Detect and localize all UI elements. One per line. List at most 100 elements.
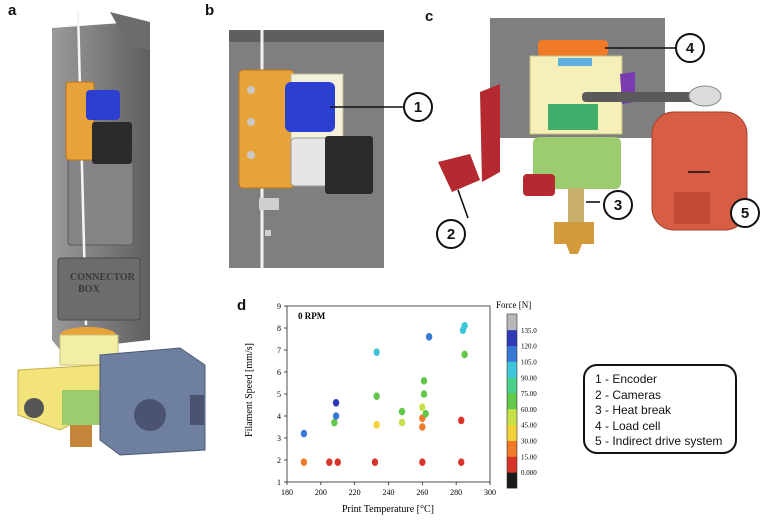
belt-pulley <box>688 85 722 107</box>
y-tick-label: 5 <box>277 390 281 399</box>
data-point <box>458 458 465 466</box>
colorbar-tick-label: 0.000 <box>521 469 537 477</box>
colorbar-segment <box>507 329 517 347</box>
frame-top-bracket <box>110 12 150 50</box>
data-point <box>420 390 428 398</box>
callout-1: 1 <box>403 92 433 122</box>
data-point <box>398 418 406 427</box>
printhead-full-render: CONNECTOR BOX <box>17 10 206 456</box>
encoder-magnet <box>285 82 335 132</box>
y-tick-label: 7 <box>277 346 281 355</box>
leader-lines-c <box>457 47 710 219</box>
colorbar-tick-label: 90.00 <box>521 374 537 382</box>
y-tick-label: 6 <box>277 368 281 377</box>
data-point <box>419 423 426 431</box>
colorbar-tick-label: 45.00 <box>521 422 537 430</box>
nozzle-heater <box>70 425 92 447</box>
connector-box <box>57 257 141 321</box>
legend-item-encoder: 1 - Encoder <box>595 372 658 386</box>
drive-belt <box>582 92 712 102</box>
colorbar-segment <box>507 456 517 473</box>
x-tick-label: 260 <box>416 488 428 497</box>
stepper-motor <box>325 136 373 194</box>
colorbar-title: Force [N] <box>496 300 531 310</box>
panel-label-a: a <box>8 2 17 19</box>
panel-label-d: d <box>237 297 247 314</box>
load-cell-ring-closeup <box>538 40 608 56</box>
data-point <box>425 333 433 341</box>
encoder-closeup-render <box>229 30 384 268</box>
callout-3: 3 <box>603 190 633 220</box>
data-point <box>373 392 380 400</box>
y-tick-label: 3 <box>277 434 281 443</box>
heat-sink <box>533 137 621 189</box>
leader-line-2 <box>457 189 469 219</box>
encoder-wheel <box>86 90 120 120</box>
data-point <box>334 458 341 466</box>
callout-2: 2 <box>436 219 466 249</box>
data-point <box>419 458 426 466</box>
data-point <box>326 458 333 466</box>
data-point <box>300 429 308 438</box>
colorbar-segment <box>507 361 517 378</box>
legend-item-drive: 5 - Indirect drive system <box>595 434 723 448</box>
colorbar-tick-label: 120.0 <box>521 343 537 351</box>
data-point <box>373 348 380 356</box>
panel-label-b: b <box>205 2 215 19</box>
y-tick-label: 2 <box>277 456 281 465</box>
data-point <box>461 322 468 330</box>
camera-right <box>523 174 555 196</box>
colorbar-segment <box>507 408 517 426</box>
colorbar-tick-label: 105.0 <box>521 358 537 366</box>
colorbar-segment <box>507 345 517 362</box>
x-tick-label: 300 <box>484 488 496 497</box>
chart-xlabel: Print Temperature [°C] <box>342 504 434 515</box>
colorbar-tick-label: 30.00 <box>521 438 537 446</box>
y-tick-label: 4 <box>277 412 281 421</box>
data-point <box>398 407 406 416</box>
camera-arm <box>480 84 500 182</box>
nozzle-tip <box>566 244 582 254</box>
colorbar-tick-label: 75.00 <box>521 390 537 398</box>
data-point <box>371 458 379 466</box>
y-tick-label: 8 <box>277 324 281 333</box>
colorbar-tick-label: 135.0 <box>521 327 537 335</box>
legend-item-load-cell: 4 - Load cell <box>595 418 661 433</box>
camera-lens-left <box>24 398 44 418</box>
printhead-closeup-render <box>438 18 748 254</box>
data-point <box>331 418 338 427</box>
encoder-motor <box>92 122 132 164</box>
camera-left <box>438 154 480 192</box>
colorbar-border <box>506 313 518 489</box>
y-tick-label: 9 <box>277 302 281 311</box>
chart-annotation: 0 RPM <box>298 311 326 321</box>
chart-ylabel: Filament Speed [mm/s] <box>244 343 255 437</box>
colorbar-segment <box>507 314 517 331</box>
heat-break-collar <box>548 104 598 130</box>
data-point <box>419 403 426 411</box>
x-tick-label: 280 <box>450 488 462 497</box>
heater-block <box>554 222 594 244</box>
colorbar-segment <box>507 440 517 457</box>
y-tick-label: 1 <box>277 478 281 487</box>
drive-side-port <box>190 395 204 425</box>
x-tick-label: 200 <box>315 488 327 497</box>
x-tick-label: 240 <box>383 488 395 497</box>
connector-box-label-line1: CONNECTOR <box>70 272 136 283</box>
data-point <box>332 412 340 420</box>
colorbar-segment <box>507 377 517 394</box>
connector-box-label-line2: BOX <box>78 284 100 295</box>
heat-break-tube <box>568 188 584 223</box>
leader-line-1 <box>330 106 406 108</box>
data-point <box>458 416 465 425</box>
legend-item-cameras: 2 - Cameras <box>595 387 662 402</box>
colorbar-tick-label: 60.00 <box>521 406 537 414</box>
x-tick-label: 220 <box>349 488 361 497</box>
data-point <box>461 350 468 359</box>
data-point <box>422 410 429 418</box>
colorbar-tick-label: 15.00 <box>521 453 537 461</box>
callout-4: 4 <box>675 33 705 63</box>
data-point <box>300 458 308 466</box>
plot-area-border <box>286 305 491 483</box>
